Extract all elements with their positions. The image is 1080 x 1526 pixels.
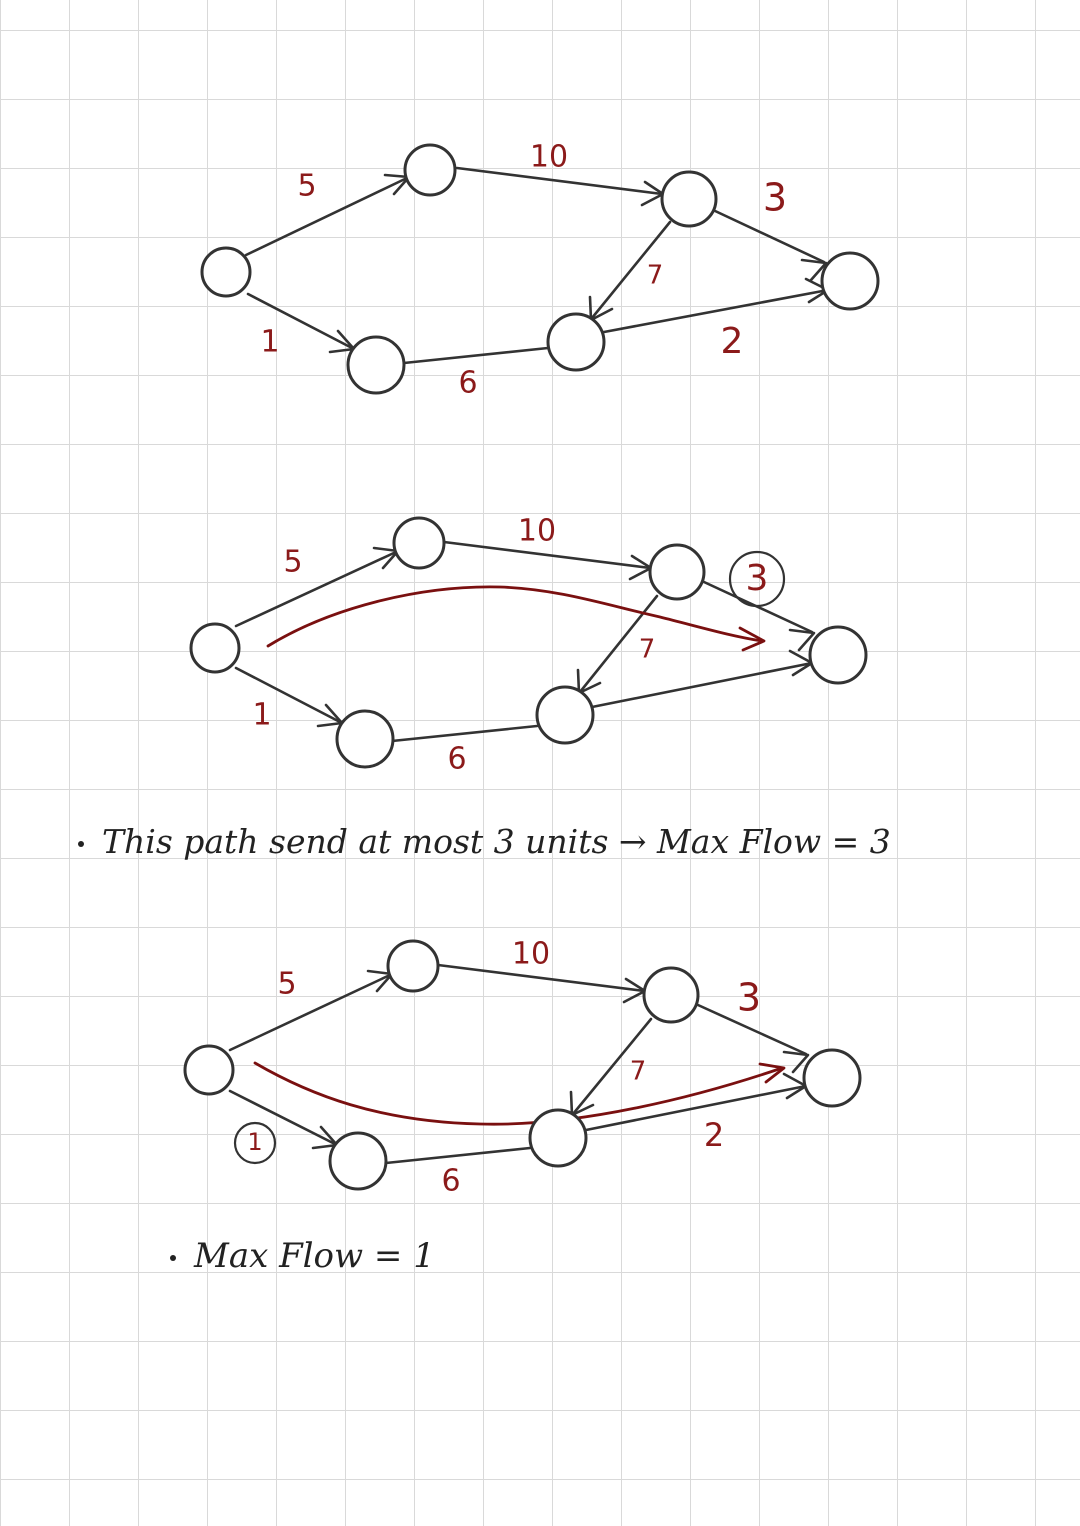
edge-d-t bbox=[584, 1084, 808, 1132]
edge-s-a bbox=[228, 973, 392, 1052]
capacity-label: 7 bbox=[630, 1057, 647, 1087]
capacity-label-bottleneck: 1 bbox=[247, 1128, 262, 1156]
node-d bbox=[528, 1108, 588, 1168]
node-b bbox=[335, 709, 395, 769]
node-b bbox=[328, 1131, 388, 1191]
edge-b-d bbox=[402, 346, 550, 365]
capacity-label: 10 bbox=[512, 937, 550, 972]
edge-c-d bbox=[590, 220, 672, 320]
edge-a-c bbox=[436, 963, 646, 993]
capacity-label: 3 bbox=[737, 976, 761, 1020]
capacity-label: 5 bbox=[277, 967, 296, 1002]
capacity-label: 5 bbox=[297, 169, 316, 204]
node-a bbox=[386, 939, 440, 993]
bottleneck-circle bbox=[728, 550, 786, 608]
capacity-label: 10 bbox=[518, 514, 556, 549]
edge-b-d bbox=[384, 1146, 532, 1165]
edge-s-a bbox=[234, 550, 398, 628]
arrowhead-icon bbox=[788, 628, 816, 652]
path-arrowhead-icon bbox=[758, 1062, 786, 1084]
capacity-label: 5 bbox=[283, 545, 302, 580]
capacity-label: 1 bbox=[252, 698, 271, 733]
edge-s-b bbox=[228, 1089, 337, 1146]
bullet-icon bbox=[170, 1255, 176, 1261]
edge-c-t bbox=[711, 208, 826, 264]
flow-network-2: 5 10 3 1 6 7 bbox=[189, 514, 868, 777]
bottleneck-circle bbox=[233, 1121, 277, 1165]
capacity-label: 7 bbox=[639, 635, 656, 665]
bullet-icon bbox=[78, 841, 84, 847]
edge-b-d bbox=[390, 724, 539, 743]
capacity-label: 6 bbox=[447, 742, 466, 777]
flow-network-1: 5 10 3 1 6 2 7 bbox=[200, 140, 880, 401]
note-max-flow-3: This path send at most 3 units → Max Flo… bbox=[78, 822, 891, 861]
note-text: This path send at most 3 units → Max Flo… bbox=[102, 822, 891, 861]
node-a bbox=[403, 143, 457, 197]
node-c bbox=[660, 170, 718, 228]
path-arrowhead-icon bbox=[738, 626, 766, 652]
node-sink bbox=[820, 251, 880, 311]
augmenting-path bbox=[253, 1061, 784, 1126]
edge-s-b bbox=[234, 666, 342, 724]
edge-c-t bbox=[696, 1003, 808, 1056]
note-max-flow-1: Max Flow = 1 bbox=[170, 1236, 435, 1276]
capacity-label: 3 bbox=[763, 176, 787, 220]
capacity-label: 7 bbox=[647, 261, 664, 291]
edge-d-t bbox=[590, 661, 814, 709]
arrowhead-icon bbox=[800, 258, 828, 282]
node-source bbox=[183, 1044, 235, 1096]
node-a bbox=[392, 516, 446, 570]
edge-s-a bbox=[244, 176, 409, 257]
capacity-label: 2 bbox=[704, 1116, 724, 1154]
edge-s-b bbox=[246, 292, 354, 350]
node-c bbox=[642, 966, 700, 1024]
node-d bbox=[535, 685, 595, 745]
note-text: Max Flow = 1 bbox=[194, 1236, 435, 1276]
capacity-label: 1 bbox=[260, 325, 279, 360]
capacity-label: 2 bbox=[721, 321, 744, 362]
node-sink bbox=[808, 625, 868, 685]
edge-a-c bbox=[442, 540, 652, 570]
capacity-label: 6 bbox=[441, 1164, 460, 1199]
edge-a-c bbox=[455, 166, 664, 196]
augmenting-path bbox=[266, 585, 764, 648]
flow-network-3: 5 10 3 1 6 2 7 bbox=[183, 937, 862, 1199]
node-d bbox=[546, 312, 606, 372]
node-source bbox=[189, 622, 241, 674]
node-c bbox=[648, 543, 706, 601]
capacity-label-bottleneck: 3 bbox=[746, 558, 769, 599]
arrowhead-icon bbox=[782, 1050, 810, 1074]
edge-d-t bbox=[602, 288, 830, 334]
node-source bbox=[200, 246, 252, 298]
node-b bbox=[346, 335, 406, 395]
capacity-label: 10 bbox=[530, 140, 568, 175]
capacity-label: 6 bbox=[458, 366, 477, 401]
edge-c-d bbox=[571, 1017, 653, 1116]
node-sink bbox=[802, 1048, 862, 1108]
